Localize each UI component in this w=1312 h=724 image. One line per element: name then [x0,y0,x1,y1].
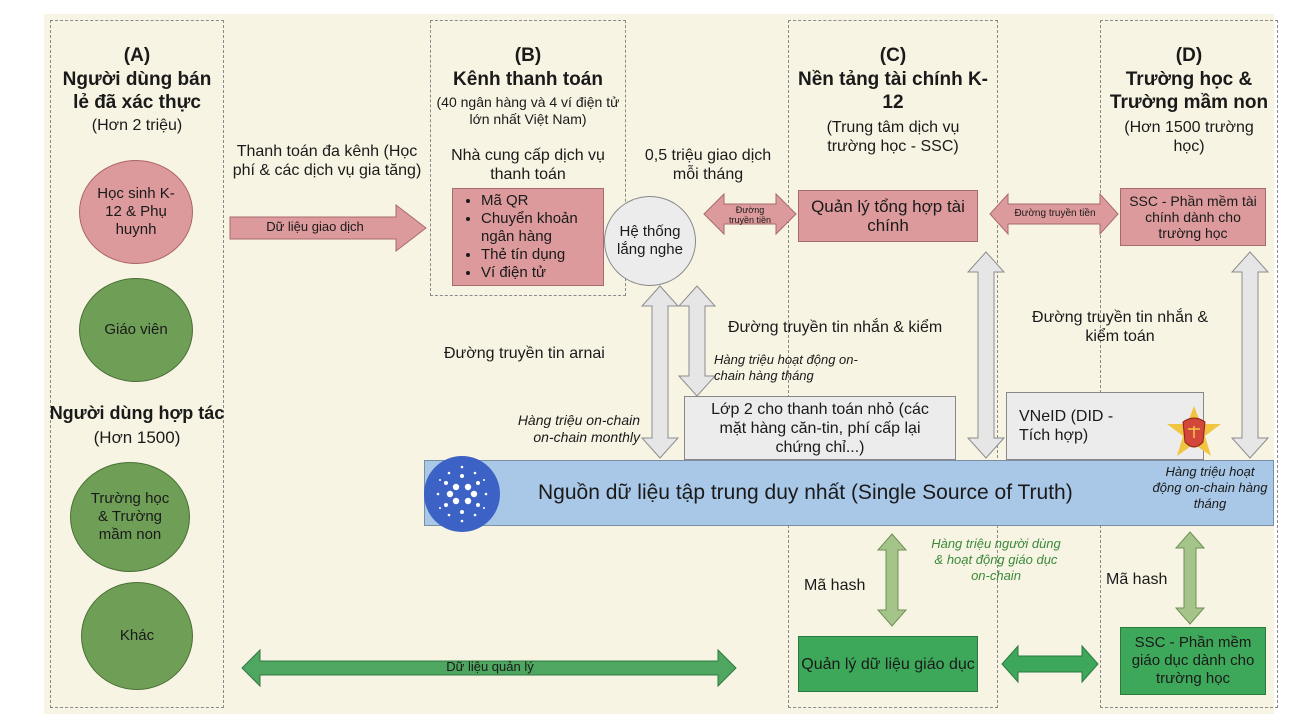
circle-label: Trường học & Trường mầm non [90,490,170,543]
transaction-volume: 0,5 triệu giao dịch mỗi tháng [644,147,772,183]
arrow-shape [703,192,797,236]
arrow-shape [229,203,427,253]
edu-link-arrow [1001,644,1099,684]
grey-arrow-mid [677,285,717,397]
section-c-subtitle: (Trung tâm dịch vụ trường học - SSC) [826,119,960,155]
payment-method: Mã QR [481,192,603,210]
circle-label: Khác [119,627,155,644]
money-flow-arrow-cd [989,192,1119,236]
retail-user-circle: Giáo viên [79,278,193,382]
arrow-shape [677,285,717,397]
payment-method: Thẻ tín dụng [481,246,603,264]
cardano-logo-icon [424,456,500,532]
circle-label: Giáo viên [104,321,168,338]
section-d-letter: (D) [1175,45,1203,66]
payment-methods-list: Mã QR Chuyển khoản ngân hàng Thẻ tín dụn… [453,192,603,282]
money-flow-label-bc: Đường truyền tiền [728,205,772,225]
provider-heading: Nhà cung cấp dịch vụ thanh toán [451,147,605,183]
grey-arrow-c [966,251,1006,459]
box-label: Quản lý tổng hợp tài chính [811,197,965,235]
section-b-frame [430,20,626,296]
box-label: SSC - Phần mềm tài chính dành cho trường… [1129,193,1257,241]
circle-label: Hệ thống lắng nghe [617,223,683,258]
partner-user-circle: Khác [81,582,193,690]
arrow-shape [966,251,1006,459]
transaction-data-label: Dữ liệu giao dịch [266,219,364,234]
payment-method: Chuyển khoản ngân hàng [481,210,603,246]
finance-management-box: Quản lý tổng hợp tài chính [798,190,978,242]
section-d-title: Trường học & Trường mầm non [1109,69,1269,113]
edu-data-management-box: Quản lý dữ liệu giáo dục [798,636,978,692]
hash-arrow-d [1174,531,1206,625]
edu-software-box: SSC - Phần mềm giáo dục dành cho trường … [1120,627,1266,695]
grey-arrow-d [1230,251,1270,459]
section-b-letter: (B) [514,45,542,66]
onchain-left-note: Hàng triệu on-chain on-chain monthly [517,412,640,445]
partner-subtitle: (Hơn 1500) [93,428,181,447]
layer2-box: Lớp 2 cho thanh toán nhỏ (các mặt hàng c… [684,396,956,460]
retail-user-circle: Học sinh K-12 & Phụ huynh [79,160,193,264]
hash-arrow-c [876,533,908,627]
payment-method: Ví điện tử [481,264,603,282]
box-label: Quản lý dữ liệu giáo dục [801,655,975,673]
hash-label-c: Mã hash [804,577,866,594]
arrow-shape [1230,251,1270,459]
truth-band-right-note: Hàng triệu hoạt động on-chain hàng tháng [1152,464,1268,511]
arrow-shape [640,285,680,459]
management-data-label: Dữ liệu quản lý [446,659,534,674]
section-d-frame [1100,20,1278,708]
single-source-of-truth-band [424,460,1274,526]
arrow-shape [1174,531,1206,625]
section-a-frame [50,20,224,708]
message-audit-label-c: Đường truyền tin nhắn & kiểm [728,319,943,336]
section-b-subtitle: (40 ngân hàng và 4 ví điện tử lớn nhất V… [436,94,620,127]
section-a-title: Người dùng bán lẻ đã xác thực [62,69,212,113]
money-flow-arrow-bc [703,192,797,236]
partner-user-circle: Trường học & Trường mầm non [70,462,190,572]
hash-label-d: Mã hash [1106,571,1168,588]
arrow-shape [989,192,1119,236]
multichannel-title: Thanh toán đa kênh (Học phí & các dịch v… [232,143,422,179]
box-label: SSC - Phần mềm giáo dục dành cho trường … [1131,634,1255,687]
police-star-emblem-icon [1167,406,1221,456]
message-audit-label-d: Đường truyền tin nhắn & kiểm toán [1032,309,1208,345]
section-c-title: Nền tảng tài chính K-12 [798,69,988,113]
section-a-letter: (A) [123,45,151,66]
circle-label: Học sinh K-12 & Phụ huynh [97,185,175,238]
arrow-shape [876,533,908,627]
money-flow-label-cd: Đường truyền tiền [1014,208,1096,219]
section-b-title: Kênh thanh toán [453,69,603,90]
arnai-label: Đường truyền tin arnai [444,345,605,362]
truth-band-label: Nguồn dữ liệu tập trung duy nhất (Single… [538,481,1073,504]
section-c-frame [788,20,998,708]
section-d-subtitle: (Hơn 1500 trường học) [1124,119,1254,155]
partner-title: Người dùng hợp tác [49,403,225,423]
section-c-letter: (C) [879,45,907,66]
edu-onchain-note: Hàng triệu người dùng & hoạt động giáo d… [931,536,1061,583]
finance-software-box: SSC - Phần mềm tài chính dành cho trường… [1120,188,1266,246]
onchain-mid-note: Hàng triệu hoạt động on-chain hàng tháng [714,352,858,383]
management-data-arrow [241,648,737,688]
payment-methods-box: Mã QR Chuyển khoản ngân hàng Thẻ tín dụn… [452,188,604,286]
section-a-subtitle: (Hơn 2 triệu) [91,117,183,134]
arrow-shape [1001,644,1099,684]
listening-system-circle: Hệ thống lắng nghe [604,196,696,286]
grey-arrow-left [640,285,680,459]
box-label: Lớp 2 cho thanh toán nhỏ (các mặt hàng c… [711,400,929,456]
box-label: VNeID (DID - Tích hợp) [1019,408,1114,444]
transaction-data-arrow [229,203,427,253]
arrow-shape [241,648,737,688]
